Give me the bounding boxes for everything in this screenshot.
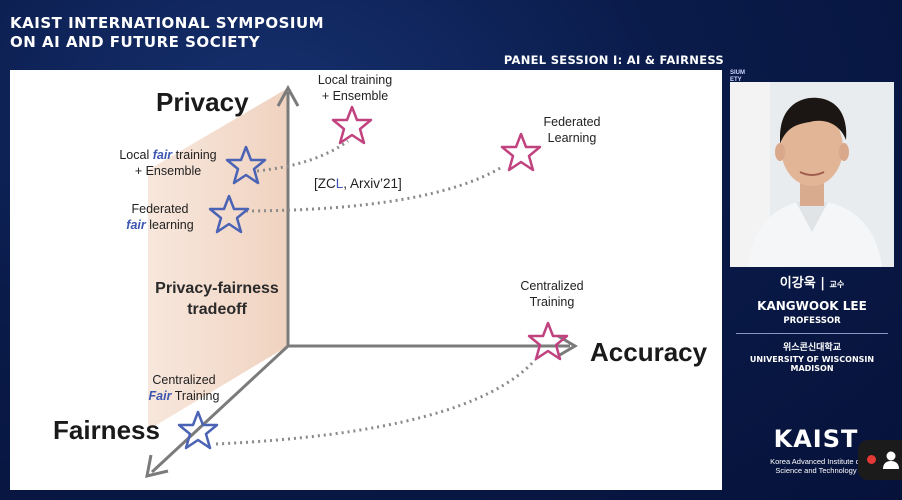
local-fair-pre: Local	[119, 148, 153, 162]
federated-fair-italic: fair	[126, 218, 146, 232]
kaist-logo-subtitle: Korea Advanced Institute of Science and …	[746, 457, 886, 475]
accuracy-label: Accuracy	[590, 337, 708, 367]
tradeoff-line1: Privacy-fairness	[155, 280, 279, 297]
local-fair-italic: fair	[152, 148, 173, 162]
speaker-tag-line2: ETY	[730, 77, 742, 83]
centralized-fair-post: Training	[171, 389, 220, 403]
speaker-korean-title: 교수	[829, 280, 845, 289]
presentation-slide: Privacy Accuracy Fairness Privacy-fairne…	[10, 70, 722, 490]
federated-fair-label: Federated fair learning	[120, 201, 200, 233]
fairness-axis	[150, 344, 290, 474]
kaist-subtitle-line1: Korea Advanced Institute of	[770, 457, 862, 466]
speaker-role: PROFESSOR	[783, 316, 841, 326]
centralized-line1: Centralized	[520, 279, 584, 293]
star-centralized	[527, 321, 569, 361]
local-fair-line1: Local fair training	[112, 147, 224, 163]
speaker-info: 이강욱 | 교수 KANGWOOK LEE PROFESSOR 위스콘신대학교 …	[730, 272, 894, 373]
session-title: PANEL SESSION I: AI & FAIRNESS	[503, 53, 724, 67]
local-fair-training-label: Local fair training + Ensemble	[112, 147, 224, 179]
centralized-fair-label: Centralized Fair Training	[144, 372, 224, 404]
centralized-training-label: Centralized Training	[512, 278, 592, 310]
federated-fair-line2: fair learning	[120, 217, 200, 233]
speaker-panel: SIUM ETY 이강욱 | 교수 KANGWOOK LEE PROFESSOR…	[730, 70, 902, 500]
record-dot-icon[interactable]	[867, 455, 876, 464]
tradeoff-label: Privacy-fairness tradeoff	[152, 278, 282, 320]
tradeoff-plane	[148, 88, 288, 430]
tradeoff-diagram	[145, 84, 578, 478]
federated-fair-post: learning	[145, 218, 194, 232]
university-korean: 위스콘신대학교	[783, 343, 841, 353]
event-title-line1: KAIST INTERNATIONAL SYMPOSIUM	[10, 14, 325, 32]
citation-highlight: L	[335, 176, 344, 191]
recording-widget[interactable]	[858, 440, 902, 480]
federated-line2: Learning	[547, 131, 597, 145]
centralized-fair-line2: Fair Training	[144, 388, 224, 404]
local-training-label: Local training + Ensemble	[308, 72, 402, 104]
dotted-path-federated	[245, 165, 503, 213]
speaker-panel-tag: SIUM ETY	[730, 70, 745, 84]
centralized-fair-line1: Centralized	[152, 373, 216, 387]
federated-fair-line1: Federated	[131, 202, 189, 216]
local-fair-line2: + Ensemble	[134, 164, 202, 178]
star-local-ensemble	[331, 105, 373, 145]
event-title-line2: ON AI AND FUTURE SOCIETY	[10, 33, 261, 51]
fairness-label: Fairness	[53, 415, 160, 445]
citation-label: [ZCL, Arxiv’21]	[314, 176, 402, 192]
citation-post: , Arxiv’21]	[343, 176, 402, 191]
local-training-line1: Local training	[317, 73, 393, 87]
tradeoff-line2: tradeoff	[187, 301, 247, 318]
speaker-korean-name-text: 이강욱	[779, 276, 816, 291]
centralized-line2: Training	[529, 295, 575, 309]
star-federated	[500, 132, 542, 172]
fairness-arrow-head	[145, 454, 169, 478]
user-icon[interactable]	[882, 450, 900, 470]
speaker-tag-line1: SIUM	[730, 70, 745, 76]
privacy-arrow-head	[276, 84, 300, 107]
kaist-logo-text: KAIST	[773, 425, 859, 453]
local-fair-post: training	[172, 148, 217, 162]
speaker-video	[730, 82, 894, 267]
event-title: KAIST INTERNATIONAL SYMPOSIUM ON AI AND …	[10, 14, 324, 52]
speaker-divider	[736, 333, 888, 334]
speaker-avatar	[730, 82, 894, 267]
kaist-subtitle-line2: Science and Technology	[775, 466, 857, 475]
citation-pre: [ZC	[314, 176, 336, 191]
centralized-fair-italic: Fair	[148, 389, 172, 403]
dotted-path-centralized	[215, 358, 537, 446]
privacy-label: Privacy	[156, 87, 249, 117]
star-centralized-fair	[177, 410, 219, 450]
federated-learning-label: Federated Learning	[530, 114, 614, 146]
federated-line1: Federated	[543, 115, 601, 129]
local-training-line2: + Ensemble	[321, 89, 389, 103]
speaker-korean-name: 이강욱 | 교수	[779, 276, 845, 291]
star-federated-fair	[208, 194, 250, 234]
speaker-name: KANGWOOK LEE	[757, 299, 867, 313]
kaist-logo: KAIST Korea Advanced Institute of Scienc…	[746, 425, 886, 475]
star-local-fair	[225, 145, 267, 185]
university-english: UNIVERSITY OF WISCONSIN MADISON	[749, 355, 875, 373]
